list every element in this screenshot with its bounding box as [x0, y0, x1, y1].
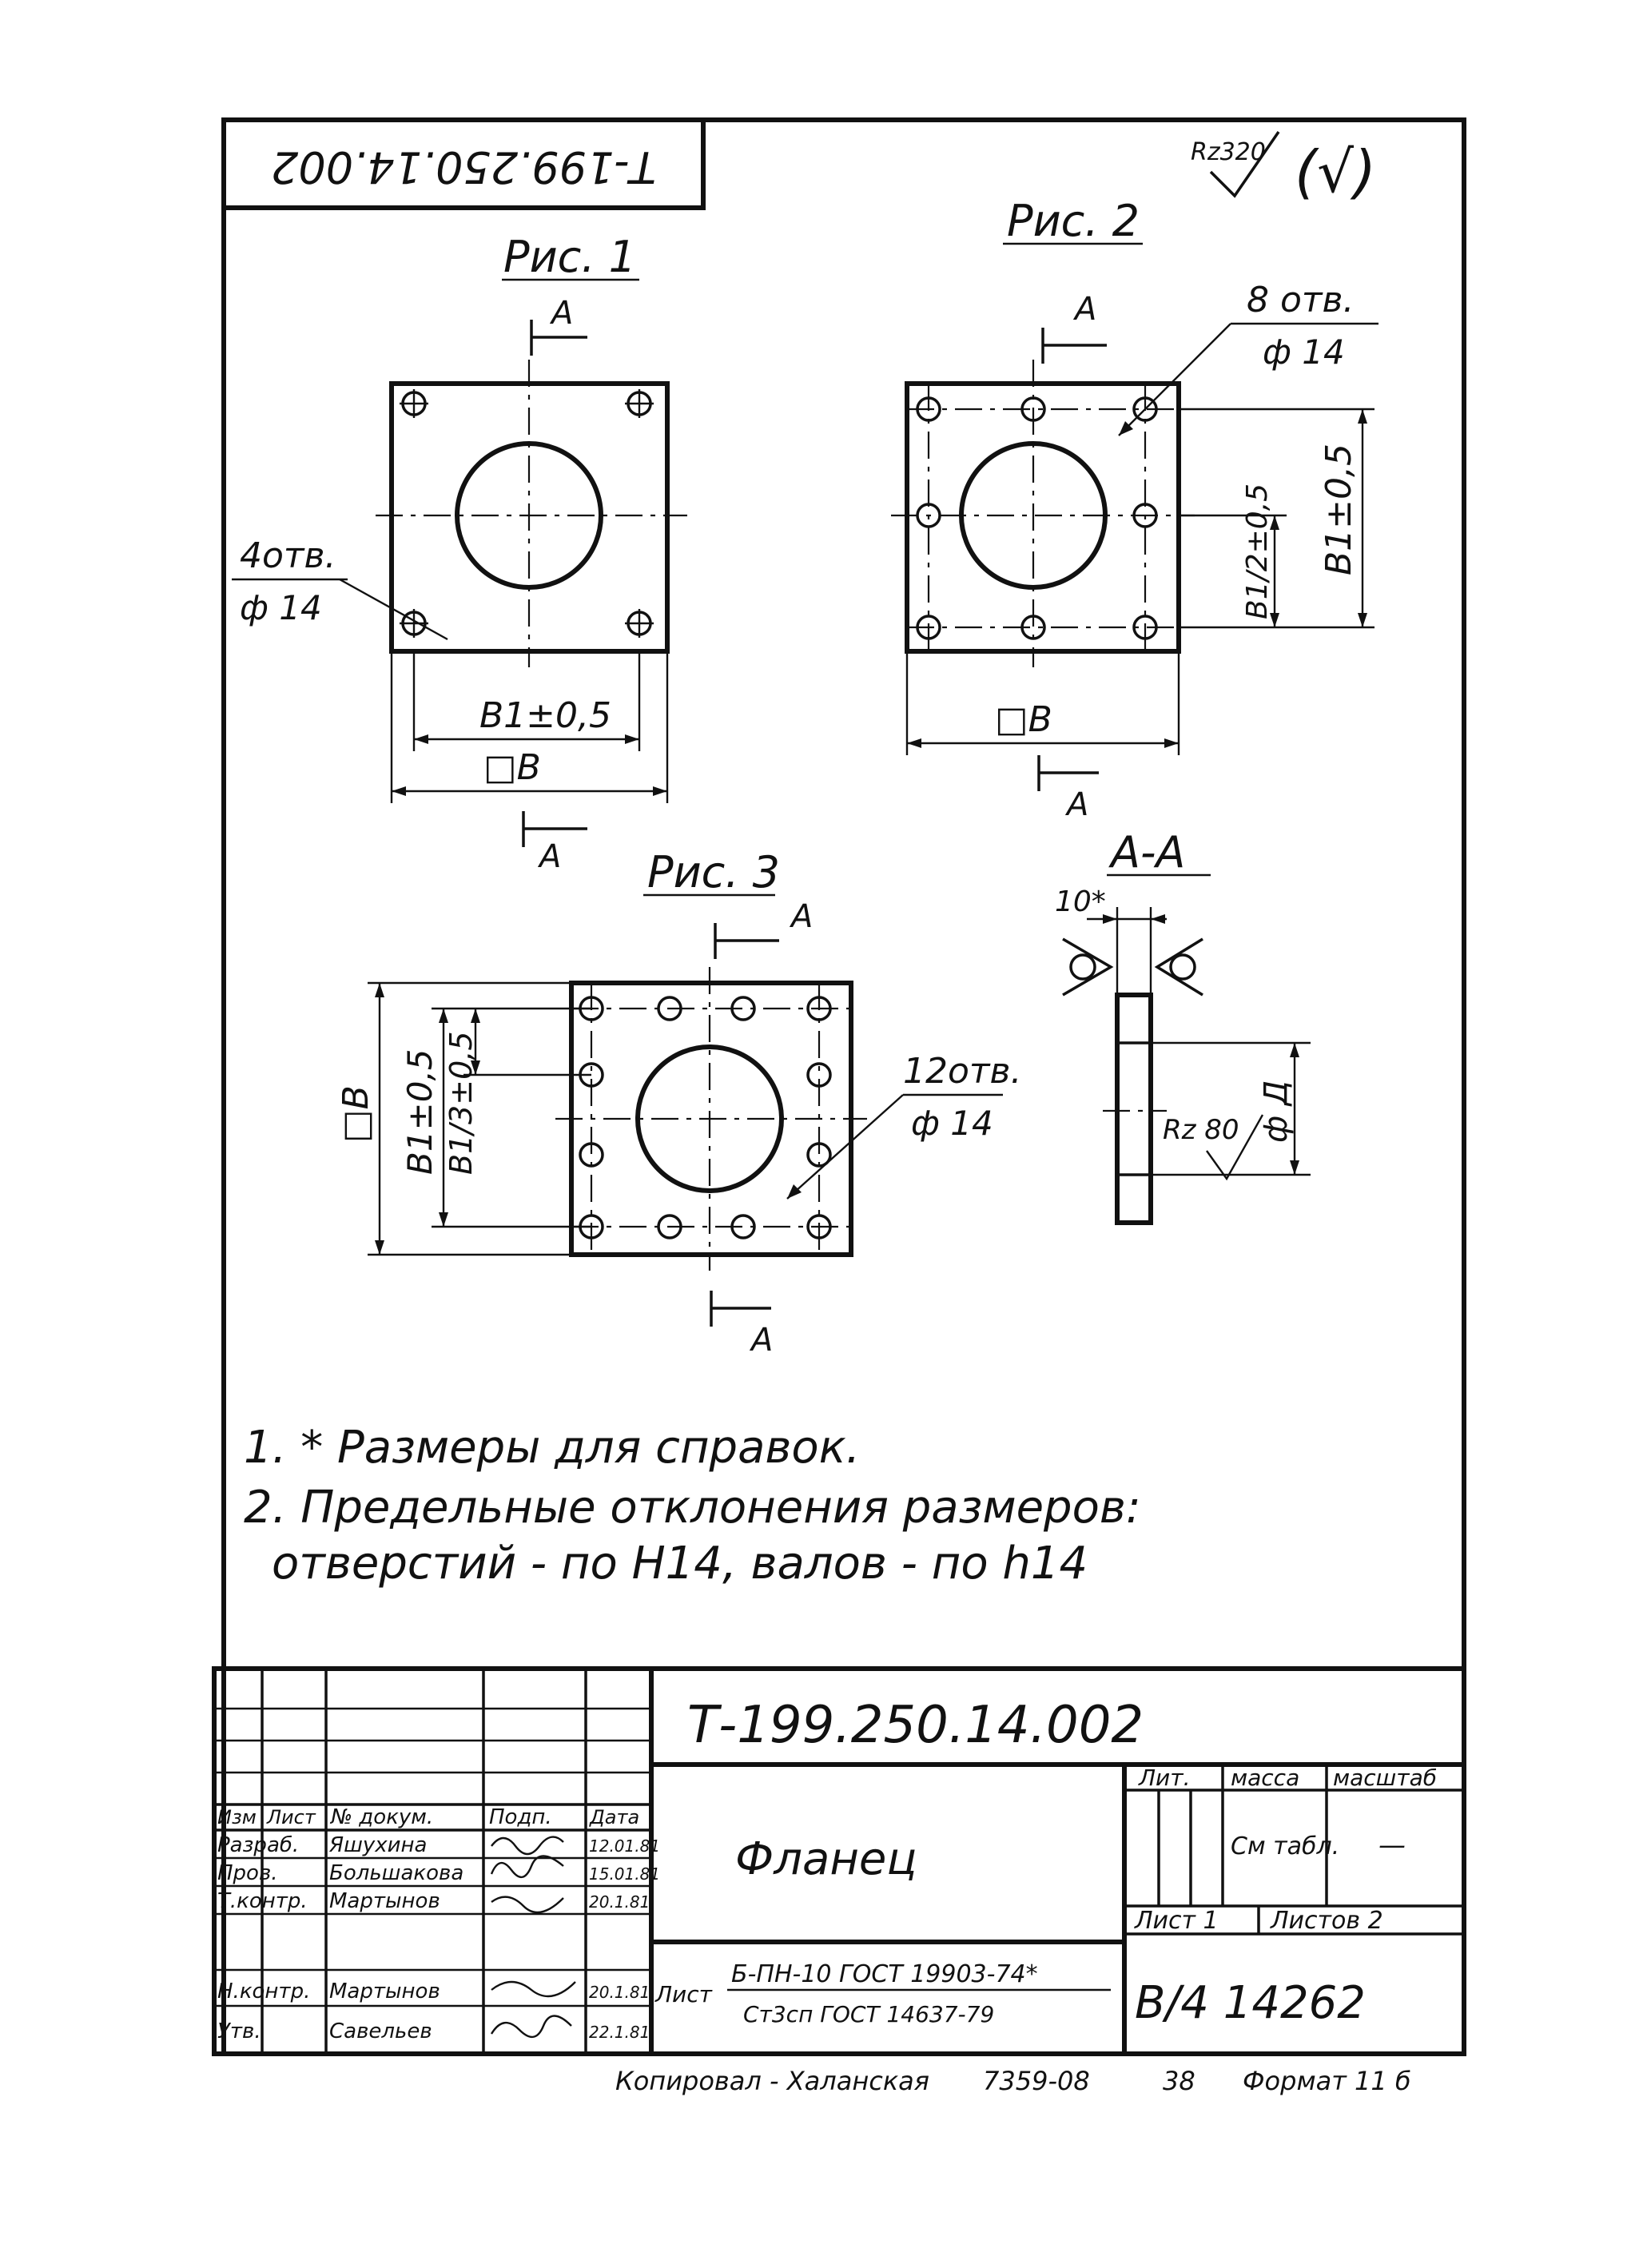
fig1-holes	[400, 389, 654, 638]
roughness-bracket: (√)	[1295, 138, 1376, 205]
note-2-continued: отверстий - по Н14, валов - по h14	[272, 1538, 1088, 1590]
section-a-a: А-А 10* ф Д Rz 80	[1055, 827, 1311, 1225]
fig3-bore	[635, 1044, 784, 1193]
figure-2: Рис. 2 А 8 отв. ф 14	[891, 196, 1378, 823]
header-sign: Подп.	[489, 1805, 552, 1829]
header-doc-no: № докум.	[329, 1805, 433, 1829]
approval-rows: Разраб. Яшухина 12.01.81 Пров. Большаков…	[217, 1833, 660, 2043]
mass-label: масса	[1231, 1765, 1299, 1791]
fig3-dim-inner: В1±0,5	[400, 1048, 440, 1175]
header-list: Лист	[266, 1806, 316, 1828]
row-name: Яшухина	[328, 1833, 427, 1857]
fig1-section-top: А	[549, 295, 573, 332]
row-date: 20.1.81	[589, 1983, 650, 2002]
fig2-holes-note: 8 отв.	[1247, 280, 1354, 320]
signatures	[490, 1836, 576, 2038]
fig2-dim-outer: □В	[995, 699, 1052, 740]
fig1-title: Рис. 1	[503, 232, 636, 282]
corner-doc-code: Т-199.250.14.002	[271, 141, 656, 192]
row-role: Н.контр.	[217, 1980, 310, 2003]
note-1: 1. * Размеры для справок.	[244, 1422, 860, 1474]
fig3-dim-third: В1/3±0,5	[444, 1032, 479, 1176]
lit-label: Лит.	[1138, 1765, 1190, 1791]
fig1-dim-outer: □В	[483, 747, 541, 788]
title-block: Изм Лист № докум. Подп. Дата Разраб. Яшу…	[212, 1666, 1466, 2056]
material-line-2: Ст3сп ГОСТ 14637-79	[743, 2001, 994, 2027]
note-2: 2. Предельные отклонения размеров:	[244, 1482, 1141, 1534]
row-date: 20.1.81	[589, 1892, 650, 1912]
figure-3: Рис. 3 А 12отв.	[336, 847, 1021, 1359]
material-prefix: Лист	[654, 1981, 713, 2007]
footer: Копировал - Халанская 7359-08 38 Формат …	[615, 2066, 1411, 2096]
archive-number: В/4 14262	[1135, 1977, 1366, 2029]
fig3-title: Рис. 3	[647, 847, 780, 897]
row-role: Пров.	[217, 1861, 278, 1885]
scale-value: —	[1378, 1829, 1406, 1861]
part-name: Фланец	[735, 1833, 917, 1885]
section-thickness: 10*	[1055, 885, 1106, 918]
fig2-holes-dia: ф 14	[1263, 332, 1345, 372]
row-name: Савельев	[329, 2019, 432, 2043]
sheets-label: Листов 2	[1270, 1907, 1383, 1935]
mass-value: См табл.	[1231, 1832, 1339, 1860]
row-date: 15.01.81	[589, 1864, 660, 1884]
fig3-holes-dia: ф 14	[911, 1104, 993, 1143]
fig3-dim-outer: □В	[336, 1085, 376, 1143]
fig1-holes-note: 4отв.	[240, 535, 336, 576]
roughness-sign: Rz320 (√)	[1191, 131, 1376, 205]
roughness-general: Rz320	[1191, 138, 1266, 166]
fig2-holes	[916, 396, 1158, 640]
header-izm: Изм	[217, 1806, 257, 1828]
row-role: Т.контр.	[217, 1889, 308, 1913]
order-number: 7359-08	[983, 2066, 1090, 2096]
section-diameter: ф Д	[1258, 1080, 1295, 1143]
figure-1: Рис. 1 А 4отв. ф 14 В1±0,5 □В	[232, 232, 687, 875]
sheet-label: Лист 1	[1134, 1907, 1219, 1935]
material-line-1: Б-ПН-10 ГОСТ 19903-74*	[731, 1960, 1038, 1988]
fig2-section-bottom: А	[1064, 786, 1088, 823]
row-date: 22.1.81	[589, 2023, 650, 2042]
format-label: Формат 11 б	[1243, 2066, 1411, 2096]
sheet-number: 38	[1163, 2066, 1195, 2096]
title-designation: Т-199.250.14.002	[687, 1696, 1144, 1755]
fig3-holes	[579, 996, 832, 1239]
row-role: Разраб.	[217, 1833, 299, 1857]
fig3-section-bottom: А	[749, 1322, 773, 1359]
fig2-section-top: А	[1072, 291, 1096, 328]
section-title: А-А	[1108, 827, 1185, 877]
fig1-section-bottom: А	[537, 838, 561, 875]
row-name: Большакова	[329, 1861, 463, 1885]
header-date: Дата	[589, 1806, 639, 1828]
corner-stamp: Т-199.250.14.002	[221, 117, 706, 210]
section-roughness: Rz 80	[1163, 1114, 1239, 1146]
scale-label: масштаб	[1333, 1765, 1437, 1791]
fig2-plate	[905, 381, 1181, 654]
fig3-holes-note: 12отв.	[903, 1051, 1021, 1092]
fig3-section-top: А	[789, 898, 813, 935]
row-name: Мартынов	[329, 1980, 440, 2003]
fig2-dim-half: В1/2±0,5	[1241, 483, 1274, 619]
fig2-title: Рис. 2	[1007, 196, 1140, 246]
fig2-dim-inner: В1±0,5	[1319, 444, 1359, 575]
copied-by: Копировал - Халанская	[615, 2066, 929, 2096]
fig1-dim-inner: В1±0,5	[479, 695, 611, 736]
row-role: Утв.	[217, 2019, 261, 2043]
notes-block: 1. * Размеры для справок. 2. Предельные …	[244, 1422, 1141, 1590]
row-name: Мартынов	[329, 1889, 440, 1913]
row-date: 12.01.81	[589, 1836, 660, 1856]
fig1-holes-dia: ф 14	[240, 588, 322, 627]
